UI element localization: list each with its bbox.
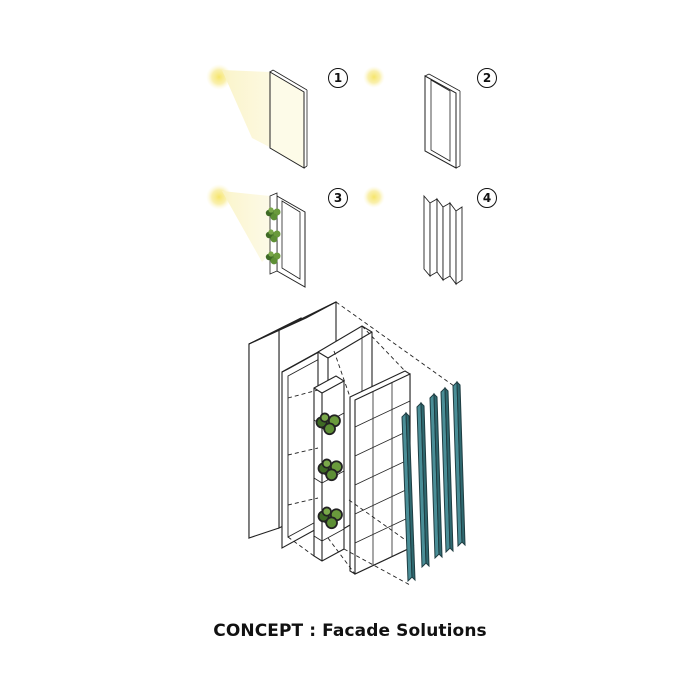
- step-4-folding-shutter: [363, 186, 463, 286]
- step-2-framed-panel: [363, 66, 461, 169]
- glass-pane: [269, 71, 305, 169]
- step-1-glass-panel: [206, 64, 308, 169]
- grid-screen-panel: [349, 370, 411, 575]
- alignment-lines: [287, 301, 455, 586]
- sun-icon: [363, 66, 385, 88]
- exploded-facade-assembly: [248, 301, 466, 586]
- vertical-fins: [401, 380, 466, 583]
- sun-icon: [363, 186, 385, 208]
- step-number-badge: 2: [477, 68, 497, 88]
- step-number-badge: 1: [328, 68, 348, 88]
- step-3-green-wall-panel: [206, 184, 306, 288]
- diagram-caption: CONCEPT : Facade Solutions: [213, 621, 487, 641]
- sun-icon: [206, 184, 232, 210]
- step-number-badge: 3: [328, 188, 348, 208]
- sun-ray: [222, 191, 283, 262]
- step-number-badge: 4: [477, 188, 497, 208]
